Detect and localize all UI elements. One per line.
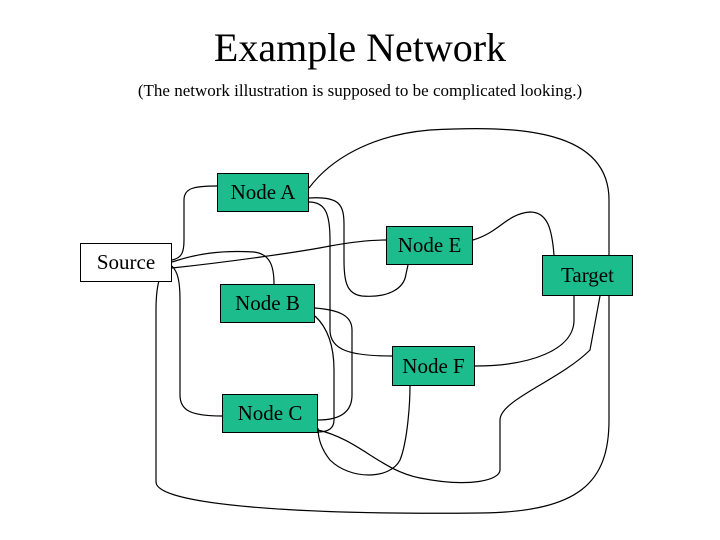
- node-e: Node E: [386, 226, 473, 265]
- edge-node-b-node-f: [314, 307, 353, 421]
- node-source: Source: [80, 243, 172, 282]
- edge-source-node-a: [171, 185, 218, 261]
- diagram-title: Example Network: [213, 25, 507, 70]
- edge-source-node-b: [171, 250, 275, 285]
- edge-source-node-e: [171, 239, 387, 269]
- edge-node-a-node-b: [308, 197, 409, 297]
- edge-node-b-node-c: [314, 315, 335, 433]
- edge-node-f-target: [474, 296, 575, 367]
- node-a: Node A: [217, 173, 309, 212]
- edge-node-a-node-f: [308, 201, 393, 357]
- edge-node-f-node-c: [317, 385, 411, 476]
- node-target: Target: [542, 255, 633, 296]
- node-f: Node F: [392, 346, 475, 386]
- edge-source-target-loop: [155, 128, 610, 514]
- node-c: Node C: [222, 394, 318, 433]
- node-b: Node B: [220, 284, 315, 323]
- diagram-subtitle: (The network illustration is supposed to…: [137, 81, 583, 100]
- edge-source-node-c: [171, 265, 223, 417]
- edge-node-c-target: [317, 295, 601, 484]
- edge-node-e-target: [472, 211, 555, 256]
